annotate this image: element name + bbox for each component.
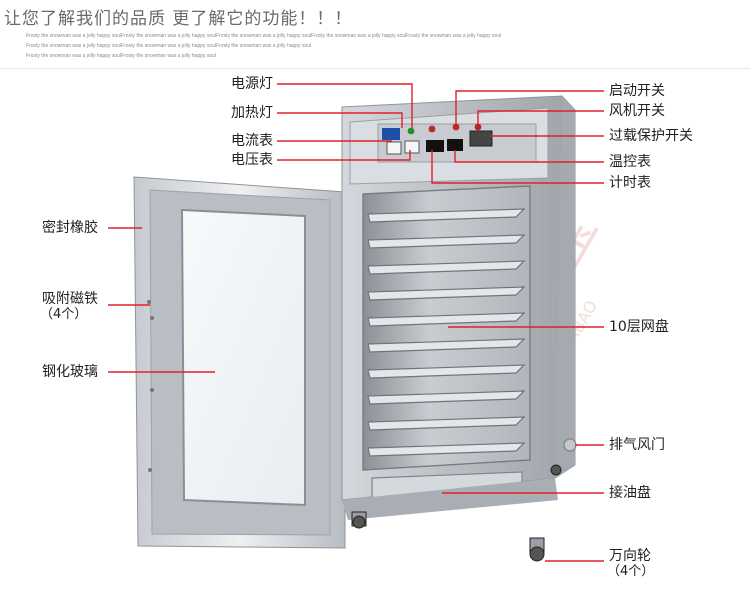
tempered-glass-panel	[180, 208, 306, 507]
callout-start-switch: 启动开关	[609, 83, 665, 99]
callout-fan-switch: 风机开关	[609, 103, 665, 119]
filler-text-3: Frosty the snowman was a jolly happy sou…	[26, 53, 217, 59]
divider	[0, 68, 750, 69]
callout-heating-light: 加热灯	[231, 105, 273, 121]
filler-text-1: Frosty the snowman was a jolly happy sou…	[26, 33, 502, 39]
leader-lines	[108, 83, 604, 562]
page-headline: 让您了解我们的品质 更了解它的功能！！！	[4, 9, 353, 29]
tray-racks	[367, 208, 526, 457]
callout-overload-switch: 过载保护开关	[609, 128, 693, 144]
callout-casters: 万向轮	[609, 548, 651, 564]
callout-tempered-glass: 钢化玻璃	[42, 364, 98, 380]
oven-cabinet	[341, 95, 577, 562]
callout-magnet: 吸附磁铁	[42, 291, 98, 307]
callout-voltmeter: 电压表	[231, 152, 273, 168]
callout-oil-pan: 接油盘	[609, 485, 651, 501]
callout-thermostat: 温控表	[609, 154, 651, 170]
callout-ammeter: 电流表	[231, 133, 273, 149]
oven-door	[133, 176, 346, 549]
callout-magnet-count: （4个）	[40, 307, 88, 322]
callout-exhaust-damper: 排气风门	[609, 437, 665, 453]
casters	[351, 464, 562, 562]
callout-power-light: 电源灯	[231, 76, 273, 92]
callout-seal-rubber: 密封橡胶	[42, 220, 98, 236]
callout-timer: 计时表	[609, 175, 651, 191]
callout-trays: 10层网盘	[609, 319, 669, 335]
filler-text-2: Frosty the snowman was a jolly happy sou…	[26, 43, 312, 49]
callout-caster-count: （4个）	[607, 564, 655, 579]
